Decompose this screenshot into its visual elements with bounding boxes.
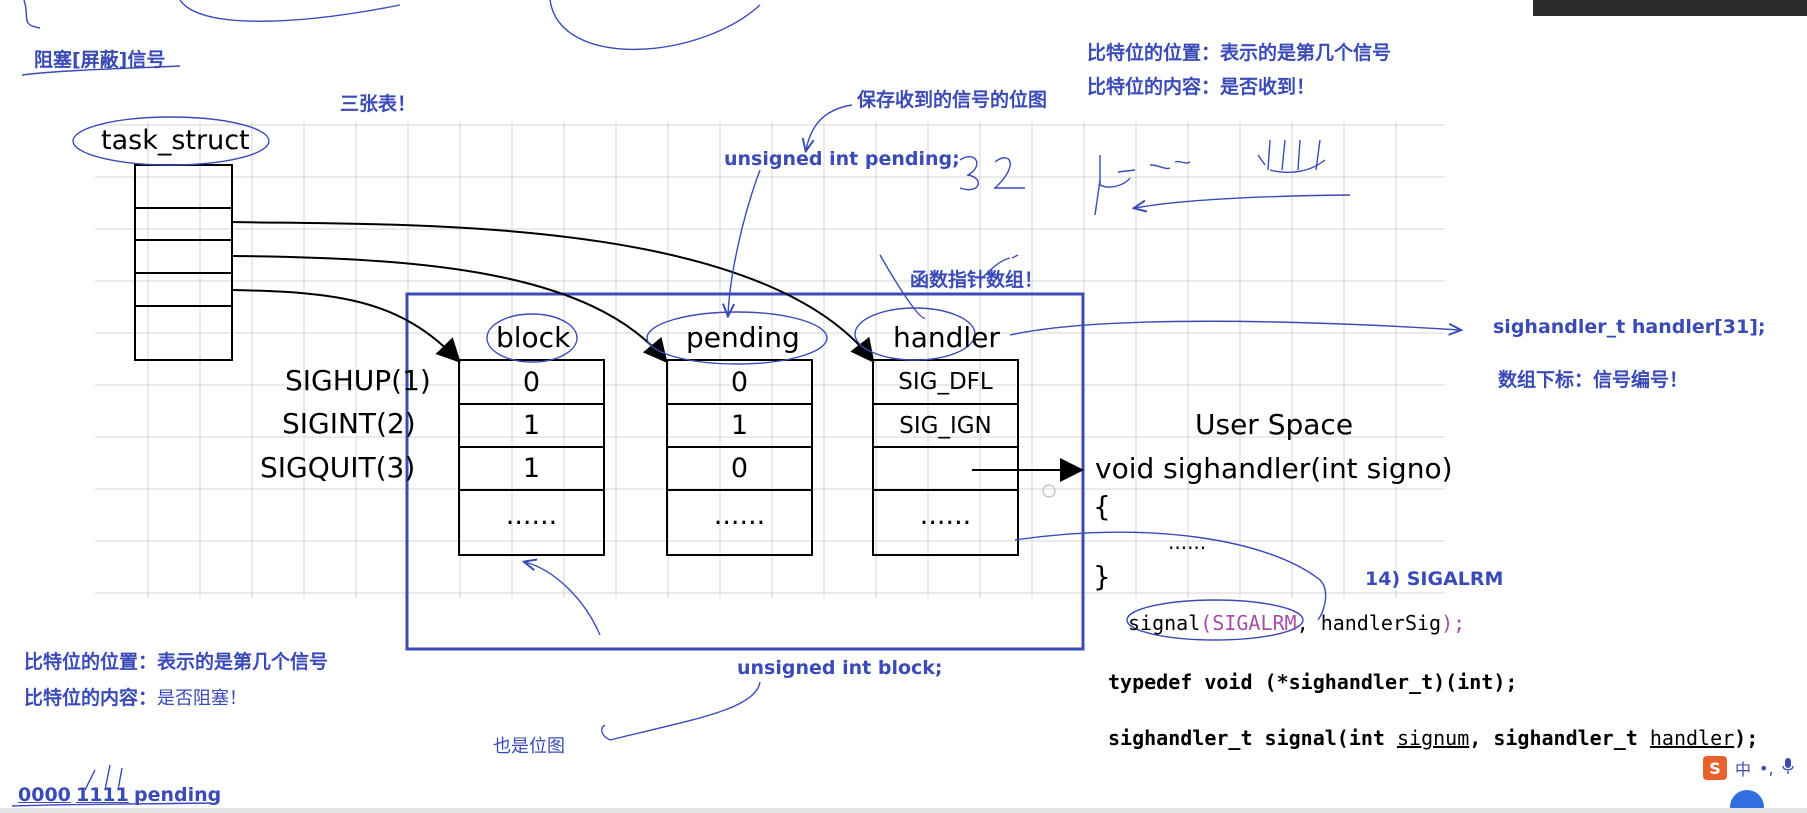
- raise-hand-icon[interactable]: [1730, 790, 1764, 813]
- bitmap-high-bits: 0000: [18, 784, 71, 806]
- pending-declaration: unsigned int pending;: [724, 148, 960, 170]
- ime-punct-toggle[interactable]: •,: [1759, 758, 1774, 778]
- handler-cell: [873, 447, 1018, 490]
- pending-cell: ......: [713, 499, 766, 531]
- block-table-header: block: [496, 321, 571, 354]
- block-cell: 0: [522, 366, 541, 398]
- bit-position-text: 表示的是第几个信号: [157, 651, 329, 673]
- arrow-to-block: [231, 289, 461, 363]
- pending-cell: 0: [730, 366, 749, 398]
- task-struct-label: task_struct: [101, 125, 250, 156]
- also-bitmap-note: 也是位图: [493, 736, 565, 757]
- open-brace: {: [1093, 490, 1111, 523]
- bottom-scroll-bar: [0, 808, 1807, 813]
- handler-declaration: sighandler_t handler[31];: [1493, 316, 1766, 338]
- proto-end: );: [1734, 726, 1759, 750]
- block-cell: 1: [522, 410, 541, 441]
- bit-position-signal-note: 比特位的位置：表示的是第几个信号: [1087, 42, 1392, 64]
- typedef-line: typedef void (*sighandler_t)(int);: [1108, 670, 1518, 694]
- signal-label: SIGINT(2): [282, 407, 416, 440]
- pending-cell: 1: [730, 410, 749, 441]
- signal-label: SIGQUIT(3): [260, 451, 416, 484]
- task-struct-box: [134, 164, 233, 361]
- sogou-logo-icon[interactable]: S: [1703, 756, 1727, 780]
- user-space-title: User Space: [1195, 408, 1354, 441]
- function-pointer-array-note: 函数指针数组！: [910, 269, 1044, 291]
- pending-table-header: pending: [686, 321, 800, 354]
- signal-label: SIGHUP(1): [285, 364, 431, 397]
- ime-toolbar[interactable]: S 中 •,: [1703, 756, 1794, 780]
- handler-table-grid: [872, 359, 1019, 556]
- array-index-note: 数组下标：信号编号！: [1498, 369, 1689, 391]
- hand-annotations: [11, 0, 1460, 807]
- bit-position-block-note: 比特位的位置：表示的是第几个信号: [24, 647, 328, 674]
- signal-call-line: signal(SIGALRM, handlerSig);: [1128, 611, 1465, 635]
- cursor-mark: [1042, 484, 1056, 498]
- ime-lang-toggle[interactable]: 中: [1735, 760, 1752, 779]
- sigalrm-arg: SIGALRM: [1212, 611, 1297, 635]
- pending-cell: 0: [730, 453, 749, 484]
- handler-body: ......: [1168, 530, 1207, 554]
- bitmap-low-bits: 1111: [75, 784, 129, 806]
- proto-start: sighandler_t signal(int: [1108, 726, 1397, 750]
- bit-content-block-note: 比特位的内容：是否阻塞！: [24, 683, 247, 710]
- handler-arg: handlerSig: [1320, 611, 1442, 635]
- proto-signum: signum: [1396, 726, 1470, 750]
- bitmap-name: pending: [133, 784, 222, 806]
- paren-open: (: [1200, 611, 1213, 635]
- save-bitmap-note: 保存收到的信号的位图: [857, 89, 1048, 111]
- block-table-grid: [458, 359, 605, 556]
- blocking-signal-note: 阻塞[屏蔽]信号: [34, 49, 166, 71]
- block-cell: ......: [505, 499, 558, 531]
- paren-close: );: [1441, 611, 1466, 635]
- signal-fn: signal: [1128, 611, 1201, 635]
- mic-icon[interactable]: [1781, 757, 1794, 779]
- sigalrm-note: 14) SIGALRM: [1365, 568, 1504, 590]
- bitmap-example: 0000 1111 pending: [18, 784, 221, 806]
- three-tables-note: 三张表！: [340, 93, 417, 115]
- handler-cell: ......: [919, 499, 972, 531]
- block-cell: 1: [522, 453, 541, 484]
- handwritten-32: [959, 156, 979, 191]
- proto-handler: handler: [1649, 726, 1735, 750]
- handler-cell: SIG_DFL: [898, 369, 993, 395]
- close-brace: }: [1093, 560, 1111, 593]
- handler-cell: SIG_IGN: [899, 412, 992, 439]
- block-declaration: unsigned int block;: [737, 657, 943, 679]
- bit-position-label: 比特位的位置：: [24, 651, 158, 673]
- handler-table-header: handler: [893, 321, 1000, 354]
- bit-content-received-note: 比特位的内容：是否收到！: [1087, 76, 1316, 98]
- bit-content-text: 是否阻塞！: [157, 688, 248, 709]
- webcam-overlay: [1533, 0, 1807, 16]
- pending-table-grid: [666, 359, 813, 556]
- bit-content-label: 比特位的内容：: [24, 687, 158, 709]
- comma: ,: [1296, 611, 1321, 635]
- arrow-to-pending: [231, 255, 668, 364]
- arrow-to-handler: [231, 221, 875, 364]
- signal-prototype-line: sighandler_t signal(int signum, sighandl…: [1108, 726, 1758, 750]
- sighandler-signature: void sighandler(int signo): [1095, 452, 1453, 485]
- proto-mid: , sighandler_t: [1469, 726, 1650, 750]
